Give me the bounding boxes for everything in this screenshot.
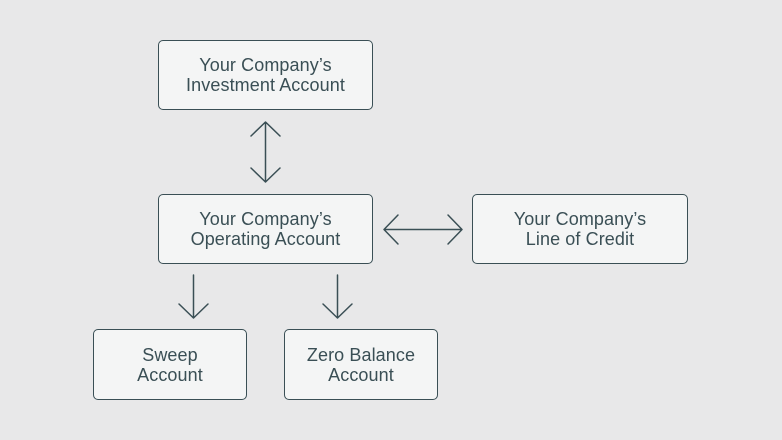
arrow-operating-zero-balance bbox=[322, 274, 353, 319]
operating-account-line2: Operating Account bbox=[190, 229, 341, 249]
sweep-account-line2: Account bbox=[137, 364, 203, 385]
arrow-operating-credit bbox=[383, 214, 463, 245]
sweep-account-box: Sweep Account bbox=[93, 329, 247, 400]
zero-balance-account-line1: Zero Balance bbox=[306, 344, 416, 365]
arrow-investment-operating bbox=[250, 121, 281, 183]
arrow-operating-sweep bbox=[178, 274, 209, 319]
line-of-credit-box: Your Company’s Line of Credit bbox=[472, 194, 688, 264]
sweep-account-line1: Sweep bbox=[142, 344, 198, 365]
zero-balance-account-line2: Account bbox=[328, 364, 394, 385]
line-of-credit-line1: Your Company’s bbox=[513, 209, 647, 229]
investment-account-line1: Your Company’s bbox=[199, 55, 332, 75]
investment-account-box: Your Company’s Investment Account bbox=[158, 40, 373, 110]
operating-account-line1: Your Company’s bbox=[199, 209, 332, 229]
operating-account-box: Your Company’s Operating Account bbox=[158, 194, 373, 264]
line-of-credit-line2: Line of Credit bbox=[525, 229, 635, 249]
zero-balance-account-box: Zero Balance Account bbox=[284, 329, 438, 400]
investment-account-line2: Investment Account bbox=[186, 75, 345, 95]
